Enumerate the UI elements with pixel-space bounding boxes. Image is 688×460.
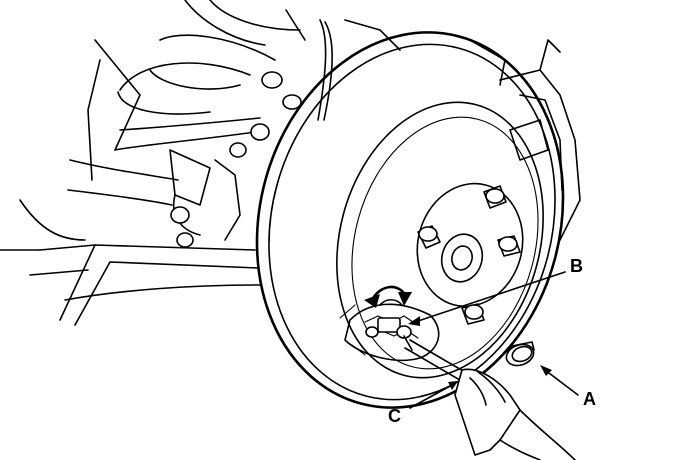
- wheel-stud: [417, 225, 441, 249]
- callout-label-a: A: [583, 389, 596, 409]
- wheel-stud: [497, 235, 521, 257]
- callout-b: B: [408, 256, 583, 326]
- wheel-stud: [461, 303, 485, 325]
- suspension-assembly: [0, 0, 581, 326]
- wheel-stud: [483, 185, 507, 209]
- callout-label-c: C: [388, 406, 401, 426]
- callout-label-b: B: [570, 256, 583, 276]
- brake-disc: [255, 31, 565, 409]
- rotation-arrow-icon: [364, 285, 412, 308]
- adjuster-area: [339, 303, 440, 362]
- callout-a: A: [540, 365, 596, 409]
- callout-c: C: [388, 381, 458, 426]
- wheel-hub: [416, 182, 524, 325]
- screwdriver-tool: [403, 335, 576, 460]
- rubber-plug: [505, 341, 535, 367]
